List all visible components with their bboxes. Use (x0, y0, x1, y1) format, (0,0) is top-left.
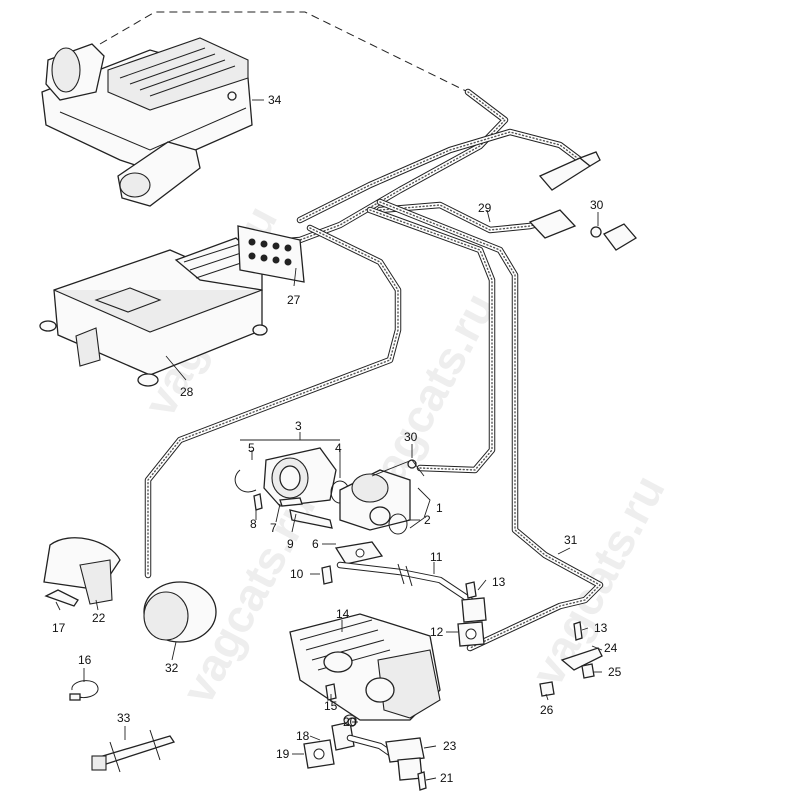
small-hardware-left (44, 589, 99, 701)
lower-pipe-assembly (303, 714, 427, 791)
callout-24: 24 (604, 641, 618, 655)
callout-28: 28 (180, 385, 194, 399)
callout-1: 1 (436, 501, 443, 515)
connector-block (237, 225, 305, 283)
callout-25: 25 (608, 665, 622, 679)
callout-21: 21 (440, 771, 454, 785)
fasteners (253, 493, 477, 727)
callout-27: 27 (287, 293, 301, 307)
callout-22: 22 (92, 611, 106, 625)
egr-pipe (336, 561, 487, 623)
callout-26: 26 (540, 703, 554, 717)
callout-leaders (55, 99, 603, 781)
callout-32: 32 (165, 661, 179, 675)
callout-4: 4 (335, 441, 342, 455)
vacuum-valve-top (528, 151, 637, 251)
hose-upper-right (296, 128, 584, 224)
egr-valve (339, 459, 417, 535)
vacuum-reservoir (43, 537, 217, 643)
callout-15: 15 (324, 699, 338, 713)
callout-9: 9 (287, 537, 294, 551)
gasket-12 (457, 621, 485, 647)
callout-23: 23 (443, 739, 457, 753)
callout-7: 7 (270, 521, 277, 535)
callout-30-mid: 30 (404, 430, 418, 444)
callout-2: 2 (424, 513, 431, 527)
callout-12: 12 (430, 625, 444, 639)
engine-control-unit (39, 237, 268, 387)
callout-30-top: 30 (590, 198, 604, 212)
hose-to-32 (144, 224, 402, 579)
callout-19: 19 (276, 747, 290, 761)
callout-29: 29 (478, 201, 492, 215)
callout-8: 8 (250, 517, 257, 531)
vacuum-hoses (144, 88, 604, 652)
callout-3: 3 (295, 419, 302, 433)
callout-5: 5 (248, 441, 255, 455)
callout-6: 6 (312, 537, 319, 551)
callout-13-right: 13 (594, 621, 608, 635)
hose-to-31 (376, 198, 604, 652)
callout-16: 16 (78, 653, 92, 667)
callout-10: 10 (290, 567, 304, 581)
callout-13-mid: 13 (492, 575, 506, 589)
egr-cooler (289, 613, 441, 721)
callout-11: 11 (430, 550, 443, 564)
bracket-assembly (539, 621, 603, 697)
callout-33: 33 (117, 711, 131, 725)
throttle-body (234, 447, 350, 529)
callout-18: 18 (296, 729, 310, 743)
callout-20: 20 (343, 715, 357, 729)
hose-to-egr (366, 206, 496, 474)
harness-clip (91, 729, 176, 773)
callout-34: 34 (268, 93, 282, 107)
callout-17: 17 (52, 621, 66, 635)
callout-14: 14 (336, 607, 350, 621)
dashed-leaders (99, 11, 469, 93)
callout-31: 31 (564, 533, 578, 547)
air-filter-housing (41, 37, 253, 207)
callout-labels: 34 27 28 29 30 3 5 4 30 1 2 8 7 9 6 10 1… (52, 93, 622, 785)
gasket-flange (321, 541, 384, 585)
